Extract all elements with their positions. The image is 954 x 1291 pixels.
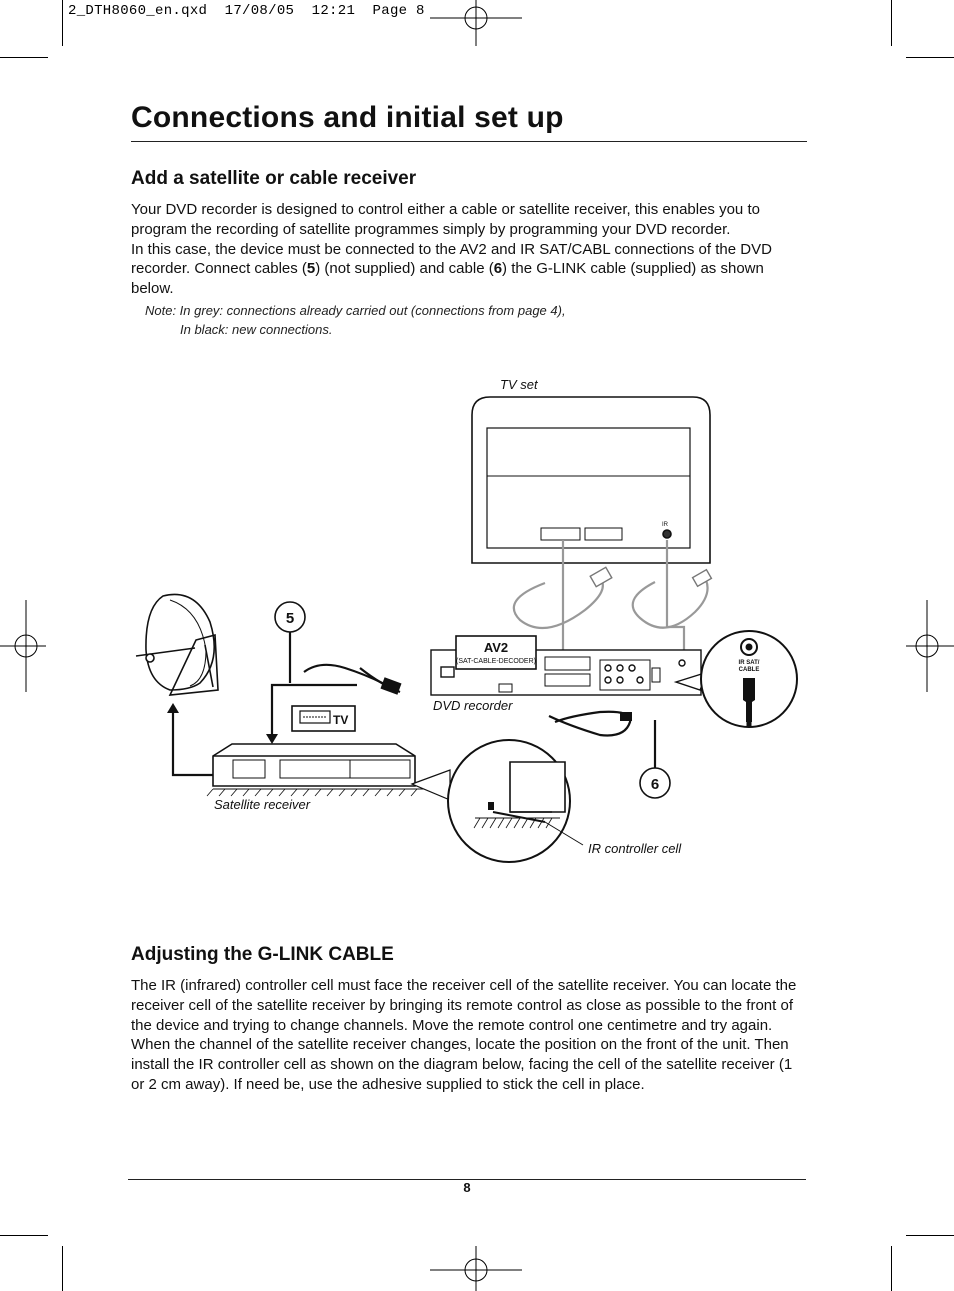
arrow-down-icon <box>266 734 278 744</box>
title-rule <box>131 141 807 142</box>
tv-set-label: TV set <box>500 377 538 392</box>
receiver-tv-scart-socket: TV <box>291 705 356 732</box>
shelf-hatching <box>206 788 418 797</box>
satellite-receiver <box>212 743 425 790</box>
dvd-recorder <box>430 649 702 696</box>
receiver-tv-socket-label: TV <box>333 713 348 727</box>
page-title: Connections and initial set up <box>131 101 564 134</box>
page-number: 8 <box>463 1180 471 1195</box>
tv-ir-jack-label: IR <box>662 522 669 528</box>
av2-sub-label: (SAT-CABLE-DECODER) <box>456 658 536 665</box>
ir-controller-cell-label: IR controller cell <box>588 841 682 856</box>
print-slug: 2_DTH8060_en.qxd 17/08/05 12:21 Page 8 <box>68 3 425 19</box>
new-connections-black <box>171 632 657 777</box>
callout-5-label: 5 <box>286 610 294 627</box>
section-heading-g-link: Adjusting the G-LINK CABLE <box>131 944 394 965</box>
dvd-recorder-label: DVD recorder <box>433 698 513 713</box>
callout-6-label: 6 <box>651 776 659 793</box>
ir-cell-zoom-callout <box>410 739 584 863</box>
ir-jack-zoom-callout <box>673 630 798 728</box>
satellite-dish-icon <box>135 593 219 696</box>
existing-cables-grey <box>512 540 709 663</box>
ir-jack-label-2: CABLE <box>739 667 760 673</box>
note-line-2: In black: new connections. <box>180 322 333 337</box>
scart-plug-black-icon <box>380 677 632 721</box>
paragraph-intro: Your DVD recorder is designed to control… <box>131 201 760 238</box>
paragraph-g-link: The IR (infrared) controller cell must f… <box>131 977 797 1093</box>
arrow-up-icon <box>167 703 179 713</box>
section-heading-add-receiver: Add a satellite or cable receiver <box>131 168 417 189</box>
av2-label-box: AV2 (SAT-CABLE-DECODER) <box>455 635 537 670</box>
section-body-add-receiver: Your DVD recorder is designed to control… <box>131 200 807 299</box>
scart-plug-grey-icon <box>589 566 713 588</box>
tv-set <box>471 396 711 564</box>
ir-jack-label-1: IR SAT/ <box>739 660 760 666</box>
callout-6: 6 <box>639 767 671 799</box>
paragraph-connections: In this case, the device must be connect… <box>131 240 772 298</box>
note-line-1: Note: In grey: connections already carri… <box>145 303 566 318</box>
av2-label: AV2 <box>484 640 508 655</box>
footer-rule <box>128 1179 806 1180</box>
callout-5: 5 <box>274 601 306 633</box>
satellite-receiver-label: Satellite receiver <box>214 797 311 812</box>
